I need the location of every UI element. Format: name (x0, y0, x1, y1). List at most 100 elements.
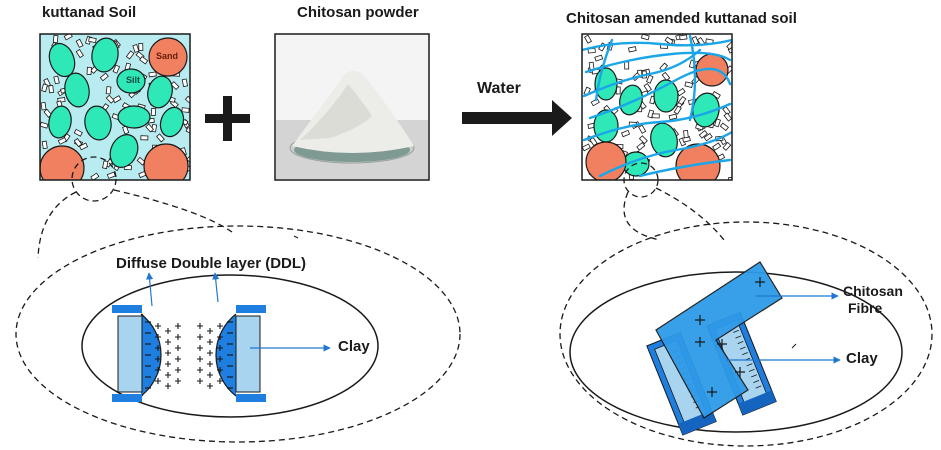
right-arrow-icon (462, 100, 572, 136)
clay-label-right: Clay (846, 350, 878, 367)
clay-flake (105, 94, 115, 104)
plate-tick (735, 335, 742, 339)
clay-flake (713, 118, 721, 128)
silt-label: Silt (126, 75, 141, 85)
positive-charge (155, 345, 161, 351)
positive-charge (175, 378, 181, 384)
clay-flake (719, 122, 729, 132)
ddl-arrows (146, 272, 331, 352)
left-zoom-callout (15, 156, 461, 443)
positive-charge (165, 339, 171, 345)
clay-flake (698, 130, 708, 139)
clay-flake (668, 113, 678, 121)
clay-flake (673, 105, 682, 115)
clay-plate-right (706, 311, 777, 416)
positive-charges (197, 323, 223, 389)
positive-charge (707, 387, 717, 397)
chitosan-fibre-label-line1: Chitosan (843, 283, 903, 299)
positive-charge (175, 356, 181, 362)
soil-box-border (39, 33, 191, 181)
plate-tick (742, 352, 748, 356)
positive-charge (197, 323, 203, 329)
plate-tick (751, 374, 757, 378)
positive-charge (217, 378, 223, 384)
positive-charge (197, 378, 203, 384)
positive-charge (217, 334, 223, 340)
clay-flake (181, 107, 190, 113)
positive-charge (155, 367, 161, 373)
clay-flake (651, 113, 660, 119)
clay-flake (75, 48, 84, 59)
clay-flake (40, 101, 47, 111)
clay-flake (105, 86, 112, 95)
clay-flake (712, 142, 722, 151)
positive-charge (207, 328, 213, 334)
ddl-label: Diffuse Double layer (DDL) (116, 255, 307, 272)
clay-flake (722, 141, 732, 151)
chitosan-fibre-label-line2: Fibre (848, 300, 883, 316)
clay-flake (41, 83, 48, 93)
positive-charge (165, 350, 171, 356)
plate-tick (753, 379, 760, 383)
positive-charge (217, 356, 223, 362)
clay-flake (99, 72, 109, 82)
positive-charge (175, 334, 181, 340)
positive-charge (197, 356, 203, 362)
positive-charge (197, 367, 203, 373)
clay-flake (624, 61, 630, 70)
positive-charge (155, 356, 161, 362)
positive-charge (207, 350, 213, 356)
chitosan-fibre-sheet (655, 261, 783, 419)
clay-flake (683, 130, 689, 139)
plate-tick (746, 363, 753, 367)
clay-flake (703, 132, 713, 142)
clay-flake (125, 50, 135, 60)
clay-flake (584, 34, 592, 44)
clay-flake (638, 124, 647, 134)
clay-flake (48, 85, 54, 94)
positive-charge (207, 361, 213, 367)
positive-charge (197, 345, 203, 351)
clay-flake (52, 34, 59, 44)
clay-flake (138, 43, 144, 51)
silt-particles (48, 37, 185, 168)
clay-flake (150, 107, 157, 116)
plus-icon (205, 96, 250, 141)
positive-charge (695, 315, 705, 325)
positive-charge (155, 323, 161, 329)
clay-flake (659, 62, 669, 72)
positive-charge (165, 361, 171, 367)
negative-charges (145, 321, 151, 389)
right-zoom-callout (559, 162, 933, 447)
clay-flake (53, 75, 60, 85)
clay-flake (621, 129, 631, 138)
plate-tick (737, 341, 744, 345)
clay-flake (78, 142, 89, 151)
positive-charge (165, 383, 171, 389)
clay-flake (145, 123, 155, 133)
positive-charge (175, 345, 181, 351)
plate-tick (733, 329, 739, 333)
clay-flake (664, 36, 674, 45)
clay-flake (140, 135, 149, 141)
clay-flake (139, 56, 149, 65)
positive-charge (155, 378, 161, 384)
positive-charges (155, 323, 181, 389)
positive-charge (695, 337, 705, 347)
clay-flake (41, 140, 48, 150)
clay-flake (726, 41, 732, 50)
clay-label-left: Clay (338, 338, 370, 355)
amended-box-border (581, 33, 733, 181)
clay-flake (132, 43, 140, 53)
amended-soil-title: Chitosan amended kuttanad soil (566, 10, 797, 27)
clay-flake (185, 126, 190, 135)
clay-flake (148, 71, 157, 78)
positive-charge (155, 334, 161, 340)
plate-tick (739, 346, 746, 350)
sand-particles (40, 37, 189, 180)
positive-charge (717, 339, 727, 349)
clay-flake (75, 38, 84, 48)
clay-flake (684, 81, 694, 88)
positive-charge (217, 323, 223, 329)
clay-flake (106, 171, 116, 179)
